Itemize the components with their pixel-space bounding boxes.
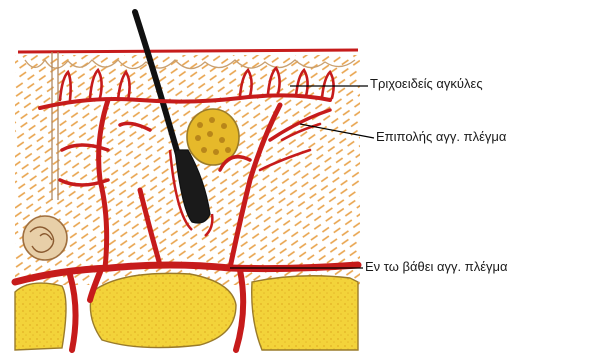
fat-lobule-left xyxy=(15,283,66,350)
fat-lobule-right xyxy=(252,276,358,350)
fat-lobule-center xyxy=(90,273,236,347)
label-superficial-plexus: Επιπολής αγγ. πλέγμα xyxy=(376,129,506,144)
epidermis-line xyxy=(18,50,358,52)
label-capillary-loops: Τριχοειδείς αγκύλες xyxy=(370,76,483,91)
label-deep-plexus: Εν τω βάθει αγγ. πλέγμα xyxy=(365,259,508,274)
sweat-gland-coil xyxy=(23,216,67,260)
